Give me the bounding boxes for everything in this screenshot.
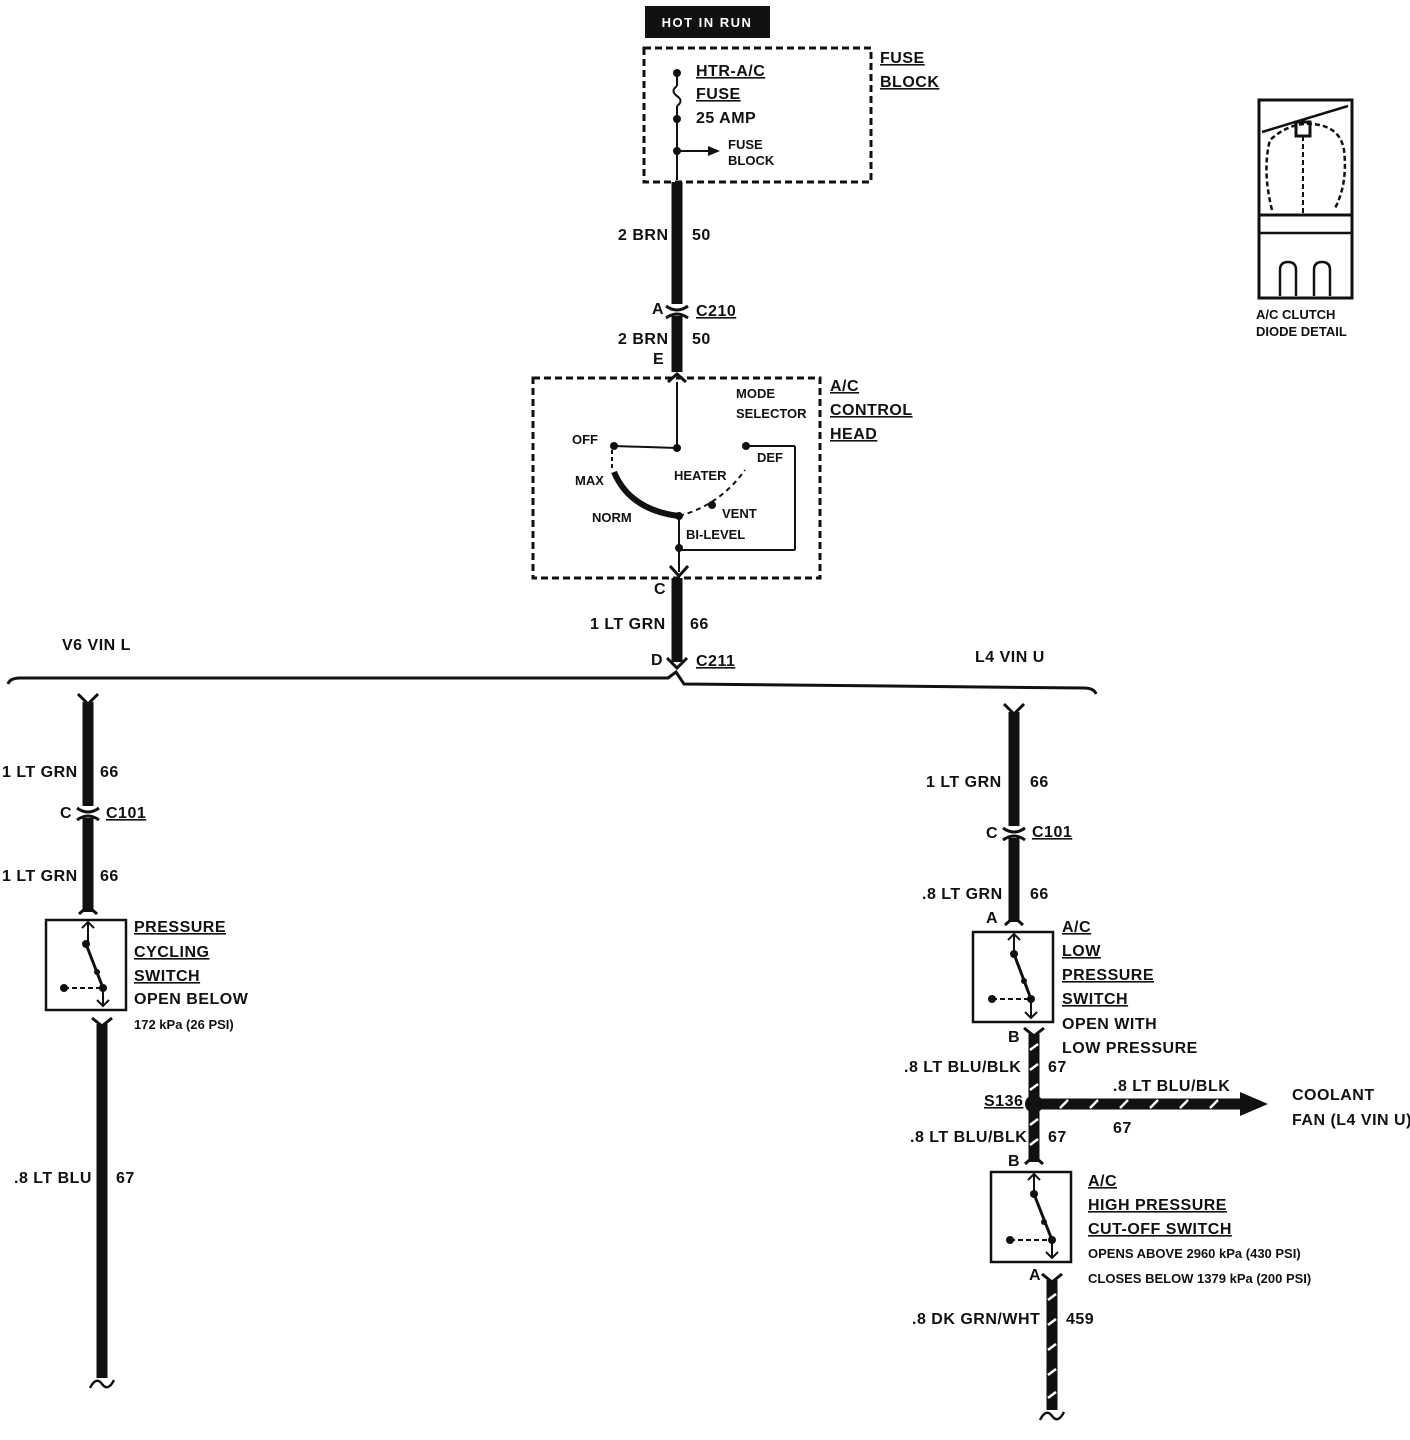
switch-note: 172 kPa (26 PSI): [134, 1017, 234, 1032]
connector-pin: A: [652, 301, 664, 318]
switch-title: A/C: [1062, 919, 1091, 936]
connector-pin: A: [1029, 1267, 1041, 1284]
pressure-cycling-switch: [44, 918, 128, 1012]
wire-gauge: 1 LT GRN: [2, 764, 78, 781]
mode-selector-label: SELECTOR: [736, 406, 807, 421]
fuse-name: FUSE: [696, 86, 741, 103]
connector-c101: C101: [1032, 824, 1072, 841]
wire-gauge: .8 LT BLU/BLK: [1113, 1078, 1230, 1095]
v6-title: V6 VIN L: [62, 637, 131, 654]
connector-c210: C210: [696, 303, 736, 320]
diode-detail-caption: A/C CLUTCH: [1256, 307, 1335, 322]
splice-label: S136: [984, 1093, 1023, 1110]
connector-pin: C: [654, 581, 666, 598]
wire-circuit: 67: [116, 1170, 135, 1187]
mode-selector-label: MODE: [736, 386, 775, 401]
fuse-rating: 25 AMP: [696, 110, 756, 127]
connector-pin: A: [986, 910, 998, 927]
switch-note: LOW PRESSURE: [1062, 1040, 1198, 1057]
high-pressure-cutoff-switch: [989, 1170, 1073, 1264]
wire-gauge: 1 LT GRN: [926, 774, 1002, 791]
wire-circuit: 67: [1048, 1129, 1067, 1146]
wire-circuit: 66: [1030, 886, 1049, 903]
hot-in-run-label: HOT IN RUN: [645, 6, 770, 38]
wire-circuit: 459: [1066, 1311, 1094, 1328]
mode-max: MAX: [575, 473, 604, 488]
connector-c211: C211: [696, 653, 735, 670]
coolant-fan-label: COOLANT: [1292, 1087, 1375, 1104]
wire-circuit: 50: [692, 331, 711, 348]
engine-option-bracket: V6 VIN L L4 VIN U: [6, 637, 1098, 695]
wire-gauge: 2 BRN: [618, 227, 669, 244]
wire-circuit: 66: [100, 868, 119, 885]
mode-def: DEF: [757, 450, 783, 465]
l4-title: L4 VIN U: [975, 649, 1045, 666]
output-wire: C 1 LT GRN 66 D C211: [590, 578, 735, 671]
ac-clutch-diode-detail: A/C CLUTCH DIODE DETAIL: [1256, 98, 1354, 339]
feed-wire: 2 BRN 50 A C210 2 BRN 50 E: [618, 182, 736, 384]
wire-circuit: 66: [1030, 774, 1049, 791]
splice-s136: [1025, 1095, 1043, 1113]
fuse-block-title: FUSE: [880, 50, 925, 67]
wire-circuit: 67: [1113, 1120, 1132, 1137]
fuse-block-title: BLOCK: [880, 74, 939, 91]
connector-pin: B: [1008, 1029, 1020, 1046]
v6-branch: 1 LT GRN 66 C C101 1 LT GRN 66 PRESSURE …: [2, 692, 249, 1389]
switch-title: PRESSURE: [134, 919, 226, 936]
control-head-title: HEAD: [830, 426, 877, 443]
switch-note: CLOSES BELOW 1379 kPa (200 PSI): [1088, 1271, 1311, 1286]
control-head-title: A/C: [830, 378, 859, 395]
l4-branch: 1 LT GRN 66 C C101 .8 LT GRN 66 A A/C LO…: [904, 702, 1410, 1421]
switch-title: HIGH PRESSURE: [1088, 1197, 1227, 1214]
wire-gauge: 2 BRN: [618, 331, 669, 348]
fuse-feed: FUSE: [728, 137, 763, 152]
wire-gauge: .8 LT BLU/BLK: [904, 1059, 1021, 1076]
mode-off: OFF: [572, 432, 598, 447]
fuse-block: FUSE BLOCK HTR-A/C FUSE 25 AMP FUSE BLOC…: [642, 46, 939, 184]
mode-norm: NORM: [592, 510, 632, 525]
ac-control-head: A/C CONTROL HEAD MODE SELECTOR OFF MAX N…: [531, 376, 913, 580]
switch-title: LOW: [1062, 943, 1101, 960]
wire-circuit: 66: [100, 764, 119, 781]
switch-note: OPENS ABOVE 2960 kPa (430 PSI): [1088, 1246, 1301, 1261]
mode-heater: HEATER: [674, 468, 727, 483]
mode-selector-arc: [611, 470, 680, 519]
wire-gauge: .8 LT BLU: [14, 1170, 92, 1187]
wire-gauge: .8 DK GRN/WHT: [912, 1311, 1040, 1328]
wire-gauge: 1 LT GRN: [590, 616, 666, 633]
diode-detail-caption: DIODE DETAIL: [1256, 324, 1347, 339]
wire-circuit: 50: [692, 227, 711, 244]
switch-note: OPEN WITH: [1062, 1016, 1157, 1033]
connector-pin: D: [651, 652, 663, 669]
wire-gauge: .8 LT GRN: [922, 886, 1003, 903]
coolant-fan-label: FAN (L4 VIN U): [1292, 1112, 1410, 1129]
fuse-icon: [672, 85, 682, 107]
fuse-name: HTR-A/C: [696, 63, 765, 80]
mode-bilevel: BI-LEVEL: [686, 527, 745, 542]
wire-circuit: 66: [690, 616, 709, 633]
wire-gauge: 1 LT GRN: [2, 868, 78, 885]
arrow-right-icon: [1240, 1092, 1268, 1116]
switch-note: OPEN BELOW: [134, 991, 249, 1008]
connector-pin: C: [986, 825, 998, 842]
mode-vent: VENT: [722, 506, 757, 521]
switch-title: A/C: [1088, 1173, 1117, 1190]
control-head-title: CONTROL: [830, 402, 913, 419]
connector-pin: E: [653, 351, 664, 368]
switch-title: CUT-OFF SWITCH: [1088, 1221, 1232, 1238]
switch-title: SWITCH: [1062, 991, 1128, 1008]
switch-title: SWITCH: [134, 968, 200, 985]
connector-c101: C101: [106, 805, 146, 822]
switch-title: PRESSURE: [1062, 967, 1154, 984]
switch-title: CYCLING: [134, 944, 210, 961]
wire-gauge: .8 LT BLU/BLK: [910, 1129, 1027, 1146]
connector-pin: C: [60, 805, 72, 822]
wire-circuit: 67: [1048, 1059, 1067, 1076]
fuse-feed: BLOCK: [728, 153, 775, 168]
arrow-right-icon: [708, 146, 720, 156]
svg-text:HOT IN RUN: HOT IN RUN: [662, 15, 753, 30]
connector-pin: B: [1008, 1153, 1020, 1170]
